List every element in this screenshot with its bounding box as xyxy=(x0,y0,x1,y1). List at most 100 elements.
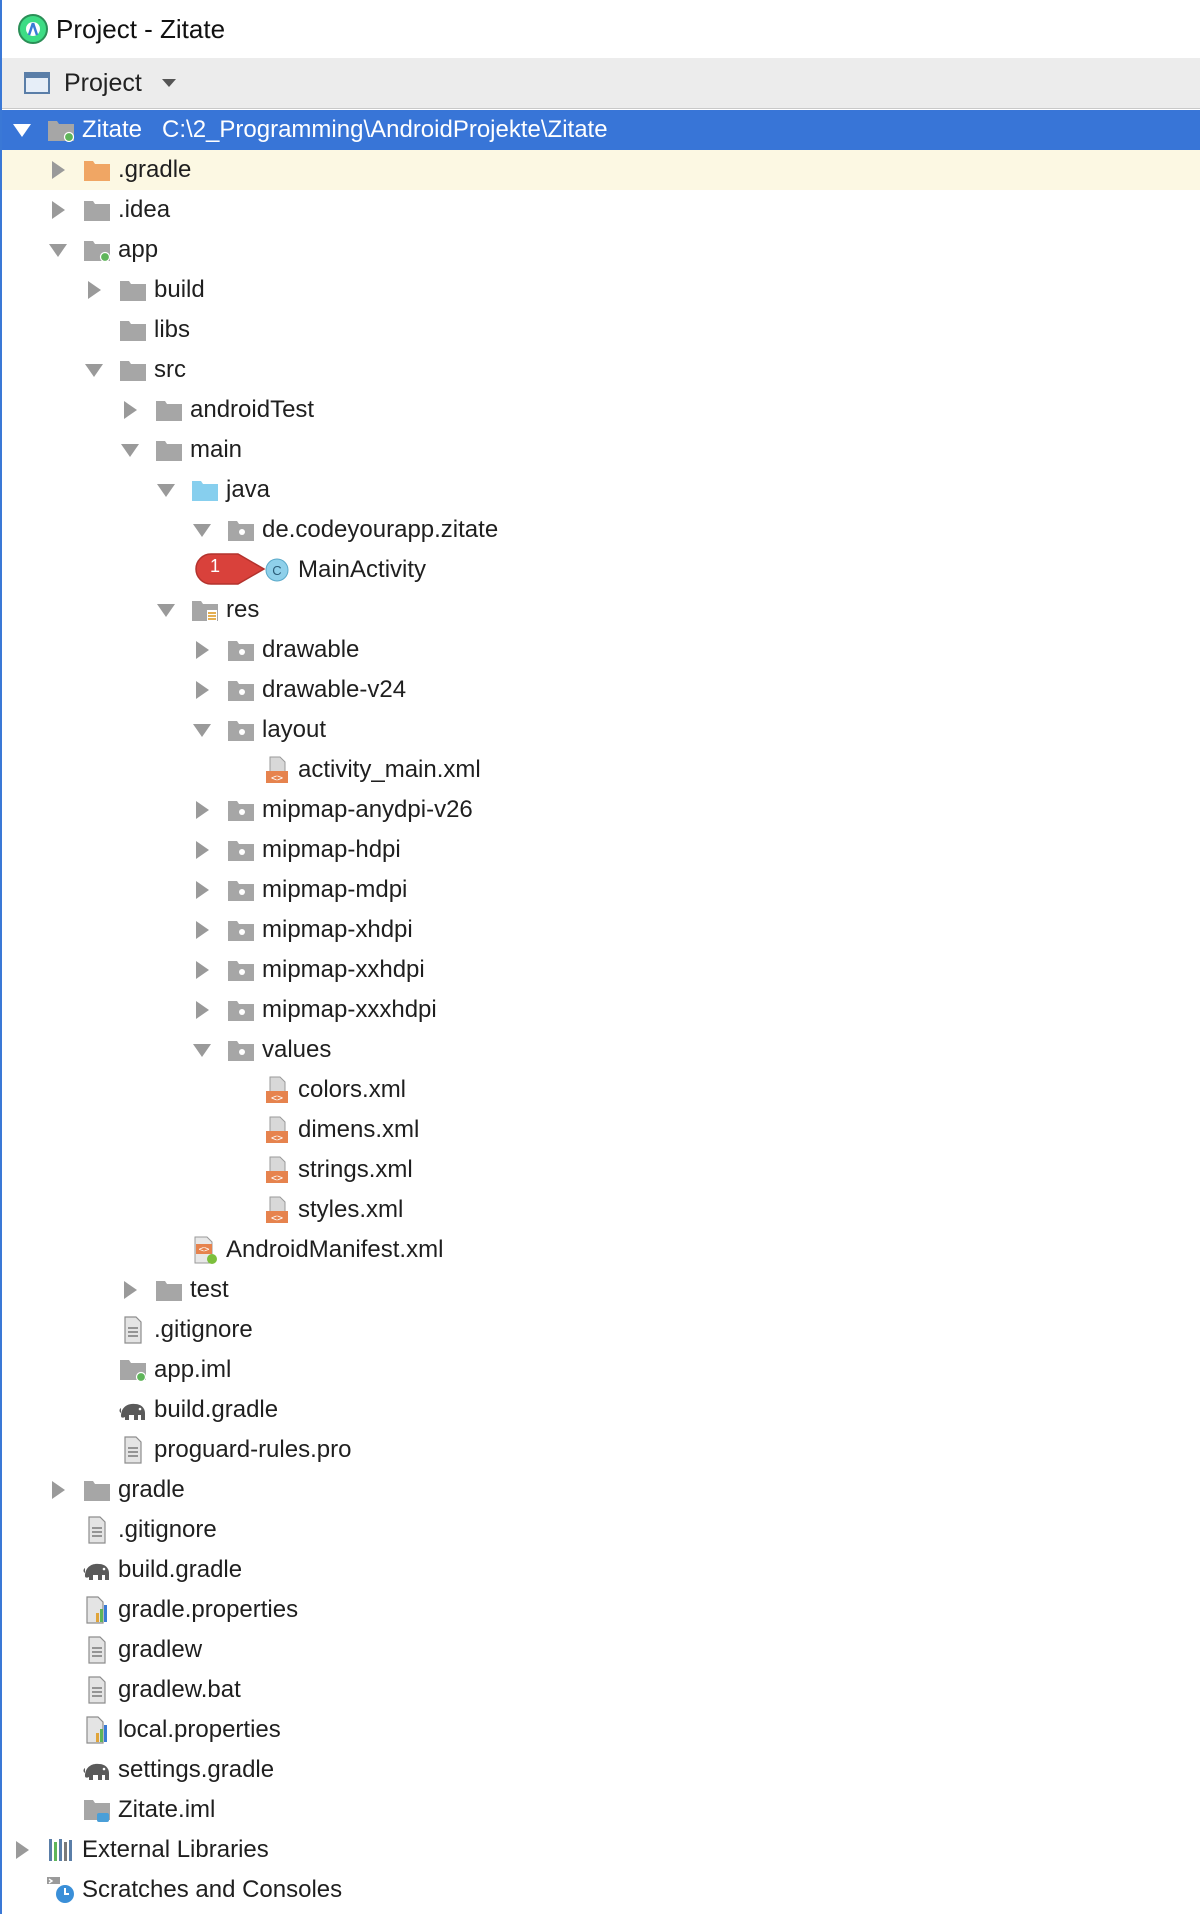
package-icon xyxy=(226,876,256,904)
tree-item-src[interactable]: src xyxy=(2,350,1200,390)
tree-item-root-build-gradle[interactable]: build.gradle xyxy=(2,1550,1200,1590)
folder-icon xyxy=(82,196,112,224)
chevron-right-icon[interactable] xyxy=(10,1838,34,1862)
tree-item-main[interactable]: main xyxy=(2,430,1200,470)
tree-item-gradlew-bat[interactable]: gradlew.bat xyxy=(2,1670,1200,1710)
tree-item-mipmap-xxxhdpi[interactable]: mipmap-xxxhdpi xyxy=(2,990,1200,1030)
svg-text:<>: <> xyxy=(271,1213,283,1224)
tree-item-mipmap-xxhdpi[interactable]: mipmap-xxhdpi xyxy=(2,950,1200,990)
tree-item-app-build-gradle[interactable]: build.gradle xyxy=(2,1390,1200,1430)
gradle-elephant-icon xyxy=(82,1756,112,1784)
tree-item-mipmap-xhdpi[interactable]: mipmap-xhdpi xyxy=(2,910,1200,950)
tree-item-app-gitignore[interactable]: .gitignore xyxy=(2,1310,1200,1350)
svg-text:<>: <> xyxy=(199,1245,210,1255)
tree-item-manifest[interactable]: <>AndroidManifest.xml xyxy=(2,1230,1200,1270)
chevron-down-icon[interactable] xyxy=(190,518,214,542)
tree-item-androidtest[interactable]: androidTest xyxy=(2,390,1200,430)
tree-item-mipmap-anydpi[interactable]: mipmap-anydpi-v26 xyxy=(2,790,1200,830)
chevron-right-icon[interactable] xyxy=(190,918,214,942)
chevron-right-icon[interactable] xyxy=(118,1278,142,1302)
xml-file-icon: <> xyxy=(262,1196,292,1224)
chevron-right-icon[interactable] xyxy=(46,158,70,182)
tree-item-styles[interactable]: <>styles.xml xyxy=(2,1190,1200,1230)
package-icon xyxy=(226,796,256,824)
chevron-right-icon[interactable] xyxy=(190,798,214,822)
svg-text:<>: <> xyxy=(271,773,283,784)
tree-item-mipmap-mdpi[interactable]: mipmap-mdpi xyxy=(2,870,1200,910)
tree-item-idea[interactable]: .idea xyxy=(2,190,1200,230)
chevron-right-icon[interactable] xyxy=(190,638,214,662)
tree-item-label: gradlew xyxy=(118,1636,203,1663)
tree-item-local-properties[interactable]: local.properties xyxy=(2,1710,1200,1750)
tree-item-dimens[interactable]: <>dimens.xml xyxy=(2,1110,1200,1150)
tree-item-label: .idea xyxy=(118,196,171,223)
module-iml-icon xyxy=(82,1796,112,1824)
project-path: C:\2_Programming\AndroidProjekte\Zitate xyxy=(162,116,608,143)
tree-item-app[interactable]: app xyxy=(2,230,1200,270)
project-view-selector[interactable]: Project xyxy=(2,58,1200,109)
tree-item-gradle-properties[interactable]: gradle.properties xyxy=(2,1590,1200,1630)
tree-item-root-gitignore[interactable]: .gitignore xyxy=(2,1510,1200,1550)
chevron-down-icon[interactable] xyxy=(118,438,142,462)
chevron-right-icon[interactable] xyxy=(190,998,214,1022)
chevron-down-icon[interactable] xyxy=(154,478,178,502)
chevron-down-icon[interactable] xyxy=(154,598,178,622)
chevron-right-icon[interactable] xyxy=(46,1478,70,1502)
tree-item-label: layout xyxy=(262,716,327,743)
tree-item-values[interactable]: values xyxy=(2,1030,1200,1070)
tree-item-label: dimens.xml xyxy=(298,1116,420,1143)
tree-item-label: Zitate.iml xyxy=(118,1796,216,1823)
tree-item-java[interactable]: java xyxy=(2,470,1200,510)
tree-item-drawable-v24[interactable]: drawable-v24 xyxy=(2,670,1200,710)
tree-item-res[interactable]: res xyxy=(2,590,1200,630)
tree-item-colors[interactable]: <>colors.xml xyxy=(2,1070,1200,1110)
tree-item-build[interactable]: build xyxy=(2,270,1200,310)
chevron-down-icon[interactable] xyxy=(190,1038,214,1062)
project-view-icon xyxy=(24,72,50,94)
chevron-right-icon[interactable] xyxy=(118,398,142,422)
tree-item-drawable[interactable]: drawable xyxy=(2,630,1200,670)
chevron-down-icon[interactable] xyxy=(161,79,176,87)
chevron-down-icon[interactable] xyxy=(10,118,34,142)
tree-item-libs[interactable]: libs xyxy=(2,310,1200,350)
tree-item-scratches[interactable]: Scratches and Consoles xyxy=(2,1870,1200,1910)
tree-item-activity-main[interactable]: <>activity_main.xml xyxy=(2,750,1200,790)
tree-item-label: gradle xyxy=(118,1476,185,1503)
chevron-right-icon[interactable] xyxy=(190,678,214,702)
folder-icon xyxy=(154,396,184,424)
tree-item-label: .gitignore xyxy=(154,1316,253,1343)
tree-item-settings-gradle[interactable]: settings.gradle xyxy=(2,1750,1200,1790)
chevron-right-icon[interactable] xyxy=(190,958,214,982)
resource-folder-icon xyxy=(190,596,220,624)
chevron-down-icon[interactable] xyxy=(190,718,214,742)
tree-item-test[interactable]: test xyxy=(2,1270,1200,1310)
tree-item-package[interactable]: de.codeyourapp.zitate xyxy=(2,510,1200,550)
tree-item-external-libraries[interactable]: External Libraries xyxy=(2,1830,1200,1870)
tree-item-strings[interactable]: <>strings.xml xyxy=(2,1150,1200,1190)
chevron-right-icon[interactable] xyxy=(190,838,214,862)
tree-item-gradle[interactable]: gradle xyxy=(2,1470,1200,1510)
tree-item-zitate-iml[interactable]: Zitate.iml xyxy=(2,1790,1200,1830)
tree-item-label: strings.xml xyxy=(298,1156,413,1183)
chevron-down-icon[interactable] xyxy=(46,238,70,262)
chevron-down-icon[interactable] xyxy=(82,358,106,382)
folder-icon xyxy=(118,316,148,344)
tree-item-app-iml[interactable]: app.iml xyxy=(2,1350,1200,1390)
tree-item-label: build.gradle xyxy=(118,1556,243,1583)
tree-item-gradle-hidden[interactable]: .gradle xyxy=(2,150,1200,190)
chevron-right-icon[interactable] xyxy=(190,878,214,902)
tree-item-gradlew[interactable]: gradlew xyxy=(2,1630,1200,1670)
tree-item-label: main xyxy=(190,436,243,463)
chevron-right-icon[interactable] xyxy=(82,278,106,302)
tree-item-label: values xyxy=(262,1036,332,1063)
tree-item-label: mipmap-anydpi-v26 xyxy=(262,796,473,823)
chevron-right-icon[interactable] xyxy=(46,198,70,222)
tree-item-mipmap-hdpi[interactable]: mipmap-hdpi xyxy=(2,830,1200,870)
tree-item-proguard[interactable]: proguard-rules.pro xyxy=(2,1430,1200,1470)
tree-item-layout[interactable]: layout xyxy=(2,710,1200,750)
annotation-badge xyxy=(195,553,266,585)
folder-icon xyxy=(118,276,148,304)
tree-item-label: mipmap-xxhdpi xyxy=(262,956,425,983)
